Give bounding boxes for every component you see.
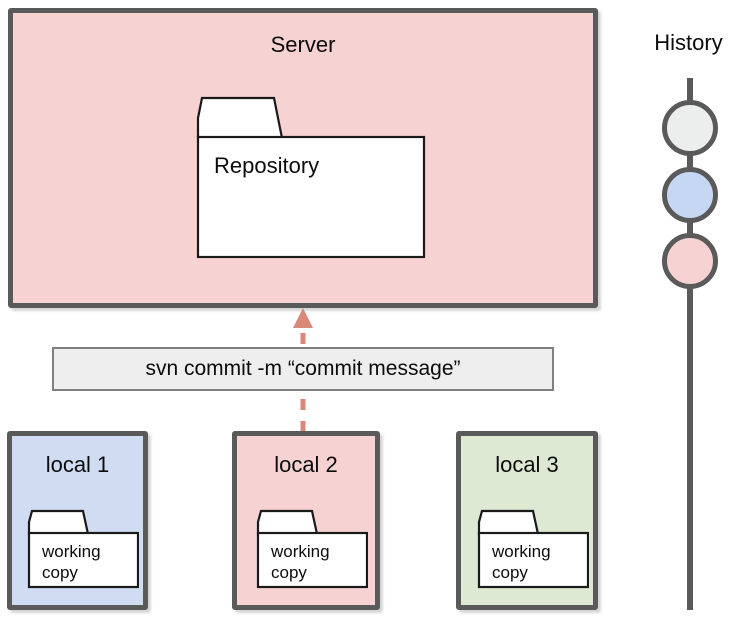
local-3-folder-shape xyxy=(477,509,589,589)
history-panel: History xyxy=(630,0,747,619)
local-2-folder-shape xyxy=(256,509,368,589)
local-2-folder-line1: working xyxy=(271,542,330,561)
history-node-3[interactable] xyxy=(662,233,718,289)
commit-command-callout[interactable]: svn commit -m “commit message” xyxy=(52,347,554,391)
repository-folder-icon: Repository xyxy=(186,96,426,261)
local-3-container: local 3 working copy xyxy=(456,431,598,610)
repository-folder-shape xyxy=(196,96,426,259)
local-3-working-copy-folder-icon: working copy xyxy=(471,509,589,589)
history-node-1[interactable] xyxy=(662,100,718,156)
history-node-2[interactable] xyxy=(662,167,718,223)
local-1-label: local 1 xyxy=(45,452,110,477)
server-container: Server Repository xyxy=(8,8,598,308)
local-1-folder-line2: copy xyxy=(42,563,78,582)
local-3-folder-line2: copy xyxy=(492,563,528,582)
local-2-folder-line2: copy xyxy=(271,563,307,582)
local-2-working-copy-folder-icon: working copy xyxy=(250,509,368,589)
server-label: Server xyxy=(270,32,336,57)
local-1-folder-shape xyxy=(27,509,139,589)
commit-command-text: svn commit -m “commit message” xyxy=(145,357,461,380)
history-title: History xyxy=(654,30,723,55)
history-rail-segment-2 xyxy=(687,216,693,238)
local-1-container: local 1 working copy xyxy=(7,431,148,610)
local-3-folder-line1: working xyxy=(492,542,551,561)
local-3-label: local 3 xyxy=(495,452,559,477)
history-rail-top xyxy=(687,78,693,106)
local-2-label: local 2 xyxy=(274,452,338,477)
repository-folder-label: Repository xyxy=(214,153,320,178)
history-rail-segment-1 xyxy=(687,150,693,172)
local-1-folder-line1: working xyxy=(42,542,101,561)
local-1-working-copy-folder-icon: working copy xyxy=(21,509,139,589)
history-rail-bottom xyxy=(687,282,693,610)
local-2-container: local 2 working copy xyxy=(232,431,380,610)
